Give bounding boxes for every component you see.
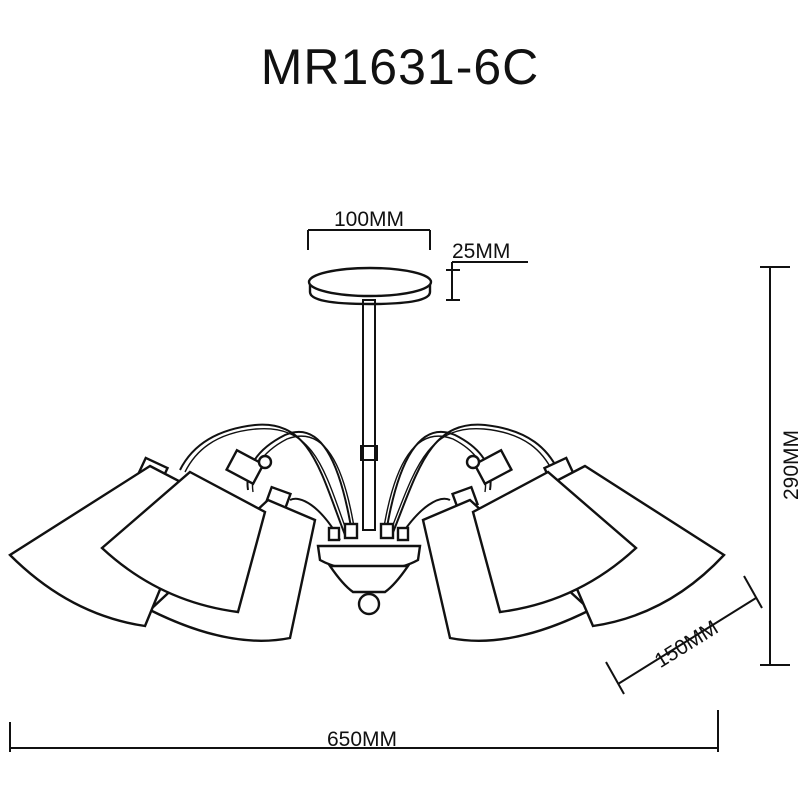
lamp-shade-front-left	[100, 448, 273, 614]
total-width-label: 650MM	[327, 728, 397, 751]
canopy-width-dimension: 100MM	[307, 208, 431, 250]
total-width-dimension: 650MM	[9, 710, 719, 752]
lamp-shade-front-right	[465, 448, 638, 614]
ceiling-canopy	[307, 266, 433, 306]
center-body	[316, 522, 422, 616]
total-height-label: 290MM	[780, 430, 800, 500]
canopy-width-label: 100MM	[334, 208, 404, 231]
stem	[360, 299, 378, 531]
shade-size-label: 150MM	[651, 616, 723, 673]
total-height-dimension: 290MM	[760, 266, 800, 666]
model-title: MR1631-6C	[260, 39, 540, 95]
canopy-height-dimension: 25MM	[446, 240, 528, 301]
canopy-height-label: 25MM	[452, 240, 510, 263]
